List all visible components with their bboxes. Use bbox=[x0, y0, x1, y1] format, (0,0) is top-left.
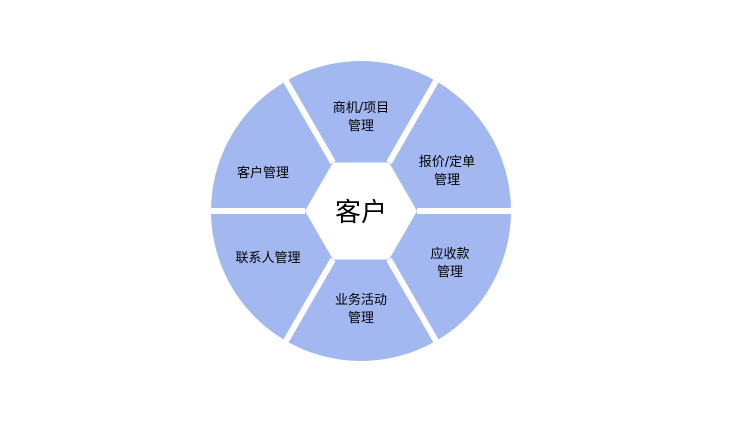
segment-label-opportunity-line2: 管理 bbox=[348, 119, 374, 134]
segment-quote: 报价/定单 管理 bbox=[419, 155, 475, 188]
segment-label-opportunity-line1: 商机/项目 bbox=[333, 101, 389, 116]
wheel-divider-1 bbox=[386, 77, 440, 165]
segment-activity: 业务活动 管理 bbox=[335, 292, 387, 326]
segment-customer: 客户管理 bbox=[237, 165, 289, 181]
segment-label-receivables-line1: 应收款 bbox=[430, 246, 469, 262]
segment-opportunity: 商机/项目 管理 bbox=[333, 101, 389, 134]
wheel-divider-2 bbox=[282, 77, 336, 165]
segment-contact: 联系人管理 bbox=[235, 251, 300, 266]
center-hexagon bbox=[305, 162, 417, 260]
segment-label-contact: 联系人管理 bbox=[235, 251, 300, 266]
segment-receivables: 应收款 管理 bbox=[430, 246, 469, 280]
wheel-dividers bbox=[209, 77, 513, 345]
segment-label-quote-line1: 报价/定单 bbox=[419, 155, 475, 170]
wheel-divider-4 bbox=[282, 257, 336, 345]
center-label: 客户 bbox=[335, 198, 387, 228]
segment-label-activity-line2: 管理 bbox=[348, 311, 374, 326]
segment-label-activity-line1: 业务活动 bbox=[335, 292, 387, 308]
wheel-divider-5 bbox=[386, 257, 440, 345]
segment-label-receivables-line2: 管理 bbox=[437, 265, 463, 280]
segment-label-customer: 客户管理 bbox=[237, 165, 289, 181]
segment-label-quote-line2: 管理 bbox=[434, 173, 460, 188]
